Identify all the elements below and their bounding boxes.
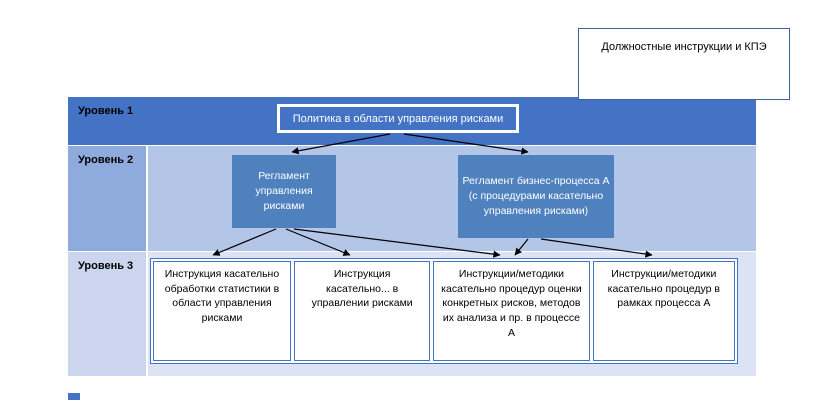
level2-label: Уровень 2 — [78, 154, 134, 166]
regulation-business-process-box: Регламент бизнес-процесса А (с процедура… — [458, 155, 614, 238]
instruction-box-generic: Инструкция касательно... в управлении ри… — [294, 261, 431, 361]
regulation-risk-management-box: Регламент управления рисками — [232, 155, 336, 228]
instruction-box-risk-assessment: Инструкции/методики касательно процедур … — [433, 261, 590, 361]
level3-label-column — [68, 252, 146, 376]
kpi-box-label: Должностные инструкции и КПЭ — [601, 41, 767, 53]
instruction-box-process-a: Инструкции/методики касательно процедур … — [592, 261, 735, 361]
policy-box-label: Политика в области управления рисками — [292, 112, 504, 125]
level1-label: Уровень 1 — [78, 105, 134, 117]
level2-label-column — [68, 146, 146, 251]
policy-box: Политика в области управления рисками — [277, 104, 519, 133]
level3-container: Инструкция касательно обработки статисти… — [150, 258, 738, 364]
regulation-business-process-label: Регламент бизнес-процесса А (с процедура… — [462, 174, 610, 218]
regulation-risk-management-label: Регламент управления рисками — [255, 169, 313, 213]
kpi-box: Должностные инструкции и КПЭ — [578, 28, 790, 100]
cropped-band-fragment — [68, 393, 80, 400]
instruction-box-statistics: Инструкция касательно обработки статисти… — [153, 261, 292, 361]
level3-label: Уровень 3 — [78, 260, 134, 272]
